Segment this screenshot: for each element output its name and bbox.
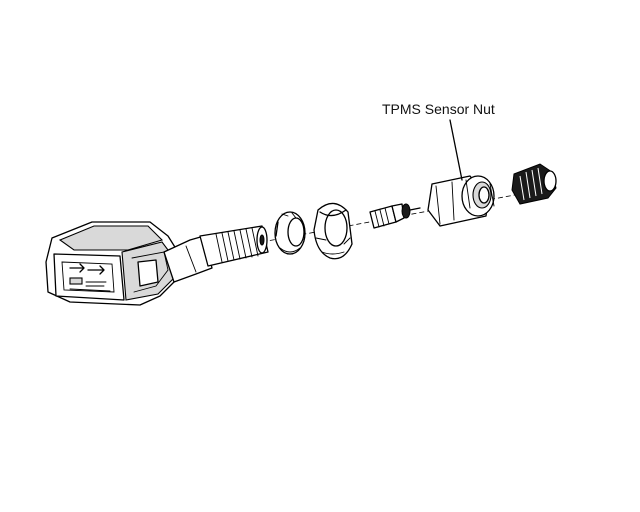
grommet-washer xyxy=(274,211,306,255)
tpms-sensor-nut xyxy=(427,175,495,227)
sensor-front-markings xyxy=(69,263,111,292)
valve-cap xyxy=(511,163,557,205)
valve-core xyxy=(369,203,421,229)
callout-leader-line xyxy=(449,119,463,181)
tpms-sensor-body xyxy=(45,221,179,306)
valve-stem xyxy=(163,225,269,283)
tpms-sensor-nut-label: TPMS Sensor Nut xyxy=(382,101,495,117)
seal-ring xyxy=(313,202,353,260)
